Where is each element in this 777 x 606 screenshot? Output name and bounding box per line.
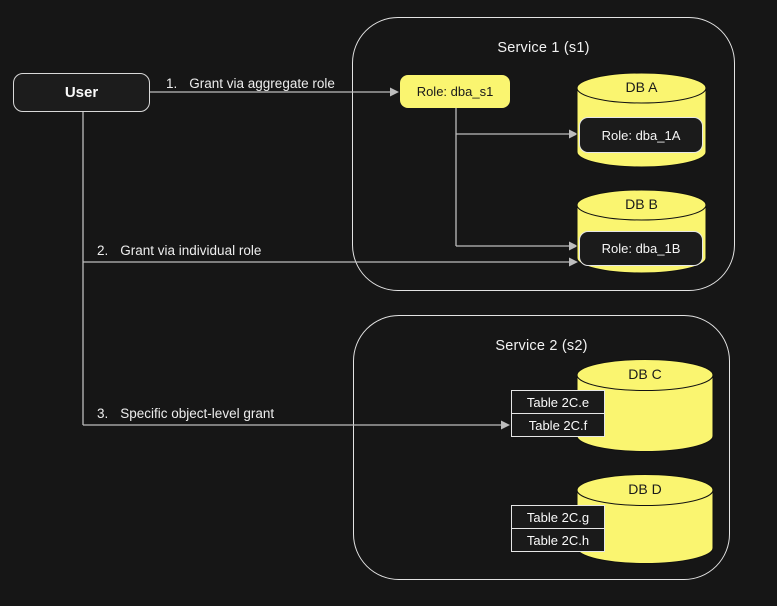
- db-a-label: DB A: [625, 79, 658, 95]
- branch-dba1b-arrowhead: [569, 241, 578, 251]
- branch-dba1a-arrowhead: [569, 129, 578, 139]
- db-c-cylinder: [576, 359, 714, 452]
- table-2cf-node: Table 2C.f: [511, 413, 605, 437]
- service1-container: Service 1 (s1): [352, 17, 735, 291]
- edge3-number: 3.: [97, 406, 109, 421]
- db-b-label: DB B: [625, 196, 658, 212]
- service1-title: Service 1 (s1): [497, 40, 590, 56]
- db-d-cylinder: [576, 474, 714, 564]
- aggregate-role-label: Role: dba_s1: [416, 84, 494, 99]
- edge2-number: 2.: [97, 243, 109, 258]
- edge3-text: Specific object-level grant: [120, 406, 275, 421]
- edge1-number: 1.: [166, 76, 178, 91]
- db-c-label: DB C: [628, 366, 662, 382]
- edge1-arrowhead: [390, 87, 399, 97]
- table-2cg-node: Table 2C.g: [511, 505, 605, 529]
- service2-title: Service 2 (s2): [495, 338, 588, 354]
- edge1-label: 1. Grant via aggregate role: [166, 76, 335, 91]
- table-2ch-label: Table 2C.h: [526, 532, 590, 548]
- edge2-label: 2. Grant via individual role: [97, 243, 261, 258]
- db-b-role-label: Role: dba_1B: [601, 241, 681, 256]
- db-d-label: DB D: [628, 481, 662, 497]
- aggregate-role-node: Role: dba_s1: [400, 75, 510, 108]
- edge2-text: Grant via individual role: [120, 243, 262, 258]
- table-2cg-label: Table 2C.g: [526, 509, 590, 525]
- table-2ce-label: Table 2C.e: [526, 394, 590, 410]
- db-a-role-node: Role: dba_1A: [579, 117, 703, 153]
- edge1-text: Grant via aggregate role: [189, 76, 335, 91]
- user-node-label: User: [64, 84, 99, 101]
- table-2cf-label: Table 2C.f: [528, 417, 588, 433]
- edge2-arrowhead: [569, 257, 578, 267]
- table-2ch-node: Table 2C.h: [511, 528, 605, 552]
- table-2ce-node: Table 2C.e: [511, 390, 605, 414]
- edge3-arrowhead: [501, 420, 510, 430]
- user-node: User: [13, 73, 150, 112]
- edge3-label: 3. Specific object-level grant: [97, 406, 274, 421]
- service2-container: Service 2 (s2): [353, 315, 730, 580]
- db-a-role-label: Role: dba_1A: [601, 127, 681, 143]
- db-b-role-node: Role: dba_1B: [579, 231, 703, 266]
